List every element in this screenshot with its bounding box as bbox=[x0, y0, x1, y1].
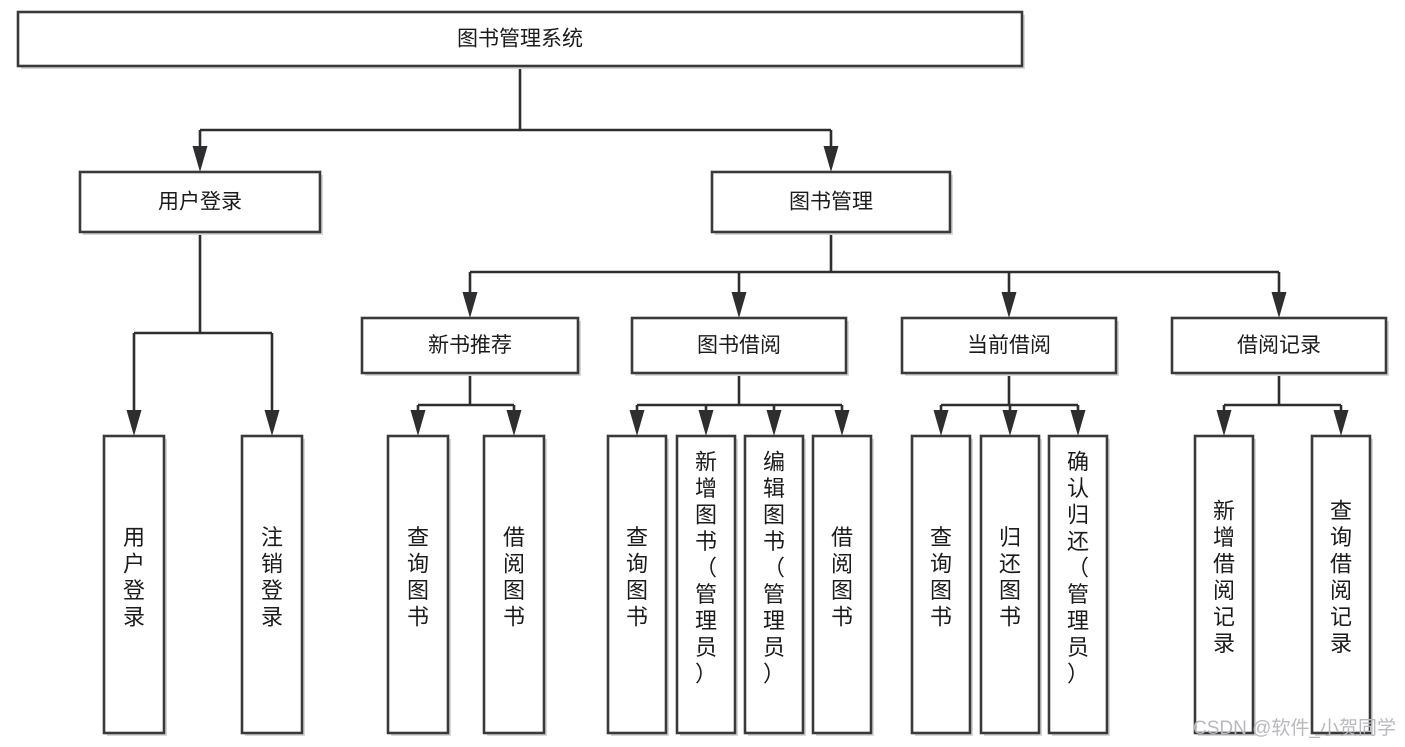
node-label: 查询图书 bbox=[626, 525, 648, 630]
group-2-branch-0-arrowhead bbox=[933, 410, 949, 436]
node-br-query-record[interactable]: 查询借阅记录 bbox=[1310, 434, 1373, 736]
group-2-branch-1-arrowhead bbox=[1002, 410, 1018, 436]
node-box[interactable] bbox=[78, 170, 322, 234]
user-login-branch-1-arrowhead bbox=[264, 410, 280, 436]
node-box[interactable] bbox=[1193, 434, 1255, 735]
node-box[interactable] bbox=[900, 316, 1118, 375]
node-box[interactable] bbox=[360, 316, 580, 375]
node-label: 归还图书 bbox=[999, 525, 1021, 630]
node-box[interactable] bbox=[16, 10, 1024, 68]
node-label: 编辑图书（管理员） bbox=[763, 449, 785, 686]
node-br-add-record[interactable]: 新增借阅记录 bbox=[1193, 434, 1256, 736]
node-label: 借阅图书 bbox=[831, 525, 853, 630]
book-manage-branch-3-arrowhead bbox=[1271, 292, 1287, 318]
node-layer: 图书管理系统用户登录用户登录注销登录图书管理新书推荐查询图书借阅图书图书借阅查询… bbox=[16, 10, 1389, 736]
node-box[interactable] bbox=[630, 316, 848, 375]
node-label: 查询图书 bbox=[407, 525, 429, 630]
node-box[interactable] bbox=[979, 434, 1041, 735]
node-cb-confirm-return[interactable]: 确认归还（管理员） bbox=[1047, 434, 1110, 736]
node-label: 图书管理系统 bbox=[457, 28, 583, 51]
node-label: 图书借阅 bbox=[697, 334, 781, 357]
group-1-branch-2-arrowhead bbox=[766, 410, 782, 436]
group-3-branch-1-arrowhead bbox=[1333, 410, 1349, 436]
watermark-label: CSDN @软件_小贺同学 bbox=[1193, 717, 1396, 739]
node-box[interactable] bbox=[240, 434, 304, 735]
node-nbr-query-book[interactable]: 查询图书 bbox=[386, 434, 451, 736]
node-borrow-record[interactable]: 借阅记录 bbox=[1170, 316, 1389, 376]
node-current-borrow[interactable]: 当前借阅 bbox=[900, 316, 1119, 376]
root-branch-1-arrowhead bbox=[823, 146, 839, 172]
node-bb-edit-book[interactable]: 编辑图书（管理员） bbox=[743, 434, 806, 736]
node-box[interactable] bbox=[482, 434, 546, 735]
group-1-branch-1-arrowhead bbox=[698, 410, 714, 436]
node-box[interactable] bbox=[675, 434, 737, 735]
node-label: 用户登录 bbox=[158, 191, 242, 214]
node-label: 新增借阅记录 bbox=[1213, 498, 1235, 656]
node-label: 当前借阅 bbox=[967, 334, 1051, 357]
node-box[interactable] bbox=[811, 434, 873, 735]
node-book-manage[interactable]: 图书管理 bbox=[710, 170, 953, 235]
node-label: 借阅记录 bbox=[1237, 334, 1321, 357]
node-label: 注销登录 bbox=[261, 525, 283, 630]
watermark-layer: CSDN @软件_小贺同学 bbox=[1193, 717, 1396, 739]
node-bb-add-book[interactable]: 新增图书（管理员） bbox=[675, 434, 738, 736]
node-box[interactable] bbox=[386, 434, 450, 735]
node-box[interactable] bbox=[1310, 434, 1372, 735]
node-label: 新书推荐 bbox=[428, 334, 512, 357]
node-label: 新增图书（管理员） bbox=[695, 449, 717, 686]
connector-layer bbox=[126, 66, 1349, 436]
node-label: 查询图书 bbox=[930, 525, 952, 630]
node-box[interactable] bbox=[710, 170, 952, 234]
node-label: 确认归还（管理员） bbox=[1067, 449, 1089, 686]
node-bb-borrow-book[interactable]: 借阅图书 bbox=[811, 434, 874, 736]
node-label: 查询借阅记录 bbox=[1330, 498, 1352, 656]
node-bb-query-book[interactable]: 查询图书 bbox=[606, 434, 669, 736]
group-0-branch-1-arrowhead bbox=[506, 410, 522, 436]
group-2-branch-2-arrowhead bbox=[1070, 410, 1086, 436]
book-manage-branch-2-arrowhead bbox=[1001, 292, 1017, 318]
node-book-borrow[interactable]: 图书借阅 bbox=[630, 316, 849, 376]
node-box[interactable] bbox=[743, 434, 805, 735]
book-manage-branch-1-arrowhead bbox=[731, 292, 747, 318]
node-box[interactable] bbox=[1170, 316, 1388, 375]
node-label: 图书管理 bbox=[789, 191, 873, 214]
node-label: 借阅图书 bbox=[503, 525, 525, 630]
node-root[interactable]: 图书管理系统 bbox=[16, 10, 1025, 69]
node-cb-return-book[interactable]: 归还图书 bbox=[979, 434, 1042, 736]
node-box[interactable] bbox=[606, 434, 668, 735]
user-login-branch-0-arrowhead bbox=[126, 410, 142, 436]
node-box[interactable] bbox=[910, 434, 972, 735]
node-nbr-borrow-book[interactable]: 借阅图书 bbox=[482, 434, 547, 736]
group-1-branch-0-arrowhead bbox=[629, 410, 645, 436]
node-box[interactable] bbox=[102, 434, 166, 735]
node-user-login[interactable]: 用户登录 bbox=[78, 170, 323, 235]
group-1-branch-3-arrowhead bbox=[834, 410, 850, 436]
node-label: 用户登录 bbox=[123, 525, 145, 630]
node-user-login-leaf[interactable]: 用户登录 bbox=[102, 434, 167, 736]
root-branch-0-arrowhead bbox=[192, 146, 208, 172]
book-manage-branch-0-arrowhead bbox=[462, 292, 478, 318]
group-0-branch-0-arrowhead bbox=[410, 410, 426, 436]
node-box[interactable] bbox=[1047, 434, 1109, 735]
node-user-logout-leaf[interactable]: 注销登录 bbox=[240, 434, 305, 736]
node-new-book-recommend[interactable]: 新书推荐 bbox=[360, 316, 581, 376]
node-cb-query-book[interactable]: 查询图书 bbox=[910, 434, 973, 736]
group-3-branch-0-arrowhead bbox=[1216, 410, 1232, 436]
